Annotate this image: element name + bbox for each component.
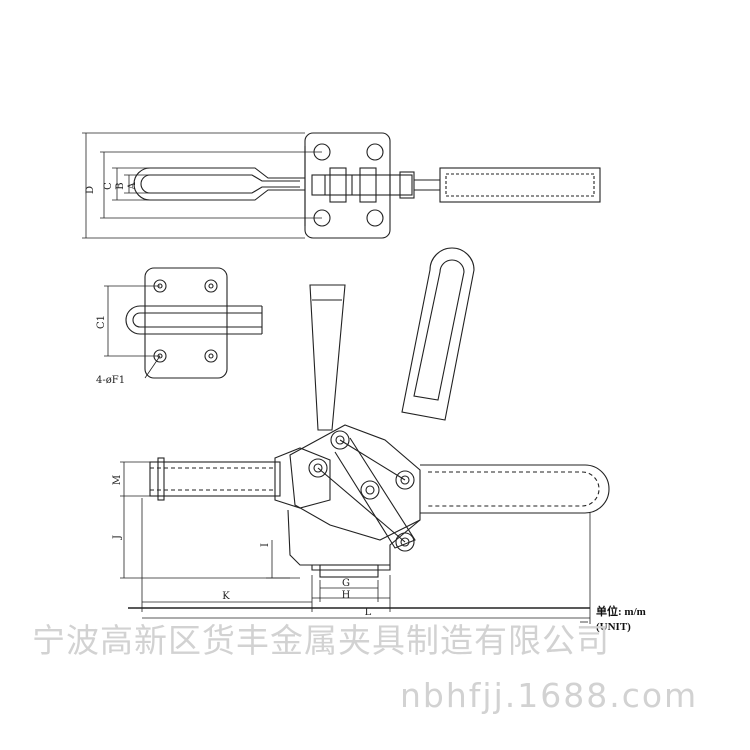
watermark-company: 宁波高新区货丰金属夹具制造有限公司 [32,621,610,660]
watermark-site: nbhfjj.1688.com [400,676,699,715]
dim-label-l: L [365,607,372,618]
dim-label-c: C [103,182,114,190]
dim-label-i: I [260,543,271,547]
dim-label-a: A [127,182,138,191]
dim-label-k: K [222,591,230,602]
dim-label-m: M [112,475,123,485]
top-view [82,132,601,239]
dim-label-g: G [342,578,350,589]
dim-label-d: D [85,186,96,194]
dim-label-f1: 4-øF1 [96,375,125,386]
dim-label-c1: C1 [96,315,107,329]
dim-label-b: B [115,182,126,189]
dim-label-j: J [112,535,123,540]
main-view [120,247,610,624]
plate-view [104,267,263,379]
dim-label-h: H [342,590,351,601]
unit-label-en: (UNIT) [596,621,631,633]
unit-label: 单位: m/m [596,604,646,618]
